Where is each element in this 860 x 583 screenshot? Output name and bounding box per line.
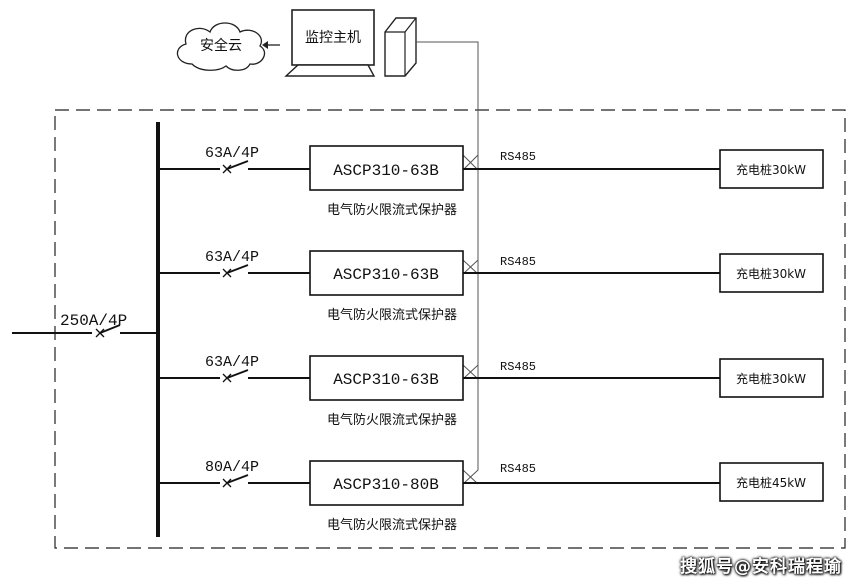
branch-3-load-label: 充电桩30kW: [736, 371, 806, 386]
branch-1: [160, 145, 824, 191]
rs485-bus-stubs: [462, 154, 479, 485]
charger-box: [719, 149, 824, 189]
branch-2-breaker-label: 63A/4P: [205, 249, 259, 266]
branch-1-breaker-label: 63A/4P: [205, 145, 259, 162]
main-breaker-label: 250A/4P: [60, 312, 127, 330]
branch-1-protocol-label: RS485: [500, 150, 536, 164]
monitor-label: 监控主机: [305, 30, 361, 46]
cloud-label: 安全云: [200, 37, 242, 54]
charger-box: [719, 358, 824, 398]
branch-2-load-label: 充电桩30kW: [736, 266, 806, 281]
branch-1-device-label: ASCP310-63B: [333, 162, 439, 180]
branch-2-protocol-label: RS485: [500, 255, 536, 269]
branch-3: [160, 355, 824, 401]
branch-4-protocol-label: RS485: [500, 462, 536, 476]
main-busbar: [156, 122, 160, 537]
branch-2-device-caption: 电气防火限流式保护器: [327, 307, 457, 323]
protector-box: [309, 460, 464, 506]
rs485-bus-line: [416, 41, 479, 485]
branch-3-breaker-label: 63A/4P: [205, 354, 259, 371]
computer-tower-icon: [384, 17, 417, 77]
branch-1-device-caption: 电气防火限流式保护器: [327, 202, 457, 218]
protector-box: [309, 355, 464, 401]
branch-3-device-label: ASCP310-63B: [333, 371, 439, 389]
branch-1-load-label: 充电桩30kW: [736, 162, 806, 177]
branch-4-device-label: ASCP310-80B: [333, 476, 439, 494]
branch-2: [160, 250, 824, 296]
branch-4-load-label: 充电桩45kW: [736, 475, 806, 490]
charger-box: [719, 462, 824, 502]
main-breaker-switch: [12, 324, 156, 338]
monitor-icon: [284, 9, 376, 77]
branch-4: [160, 460, 824, 506]
branch-2-device-label: ASCP310-63B: [333, 266, 439, 284]
branch-3-protocol-label: RS485: [500, 360, 536, 374]
protector-box: [309, 145, 464, 191]
charger-box: [719, 253, 824, 293]
branch-4-device-caption: 电气防火限流式保护器: [327, 517, 457, 533]
protector-box: [309, 250, 464, 296]
cloud-icon: [176, 22, 266, 71]
enclosure-border: [54, 109, 846, 549]
branch-4-breaker-label: 80A/4P: [205, 459, 259, 476]
arrow-icon: [262, 41, 280, 49]
watermark-text: 搜狐号@安科瑞程瑜: [680, 557, 842, 577]
branch-3-device-caption: 电气防火限流式保护器: [327, 412, 457, 428]
